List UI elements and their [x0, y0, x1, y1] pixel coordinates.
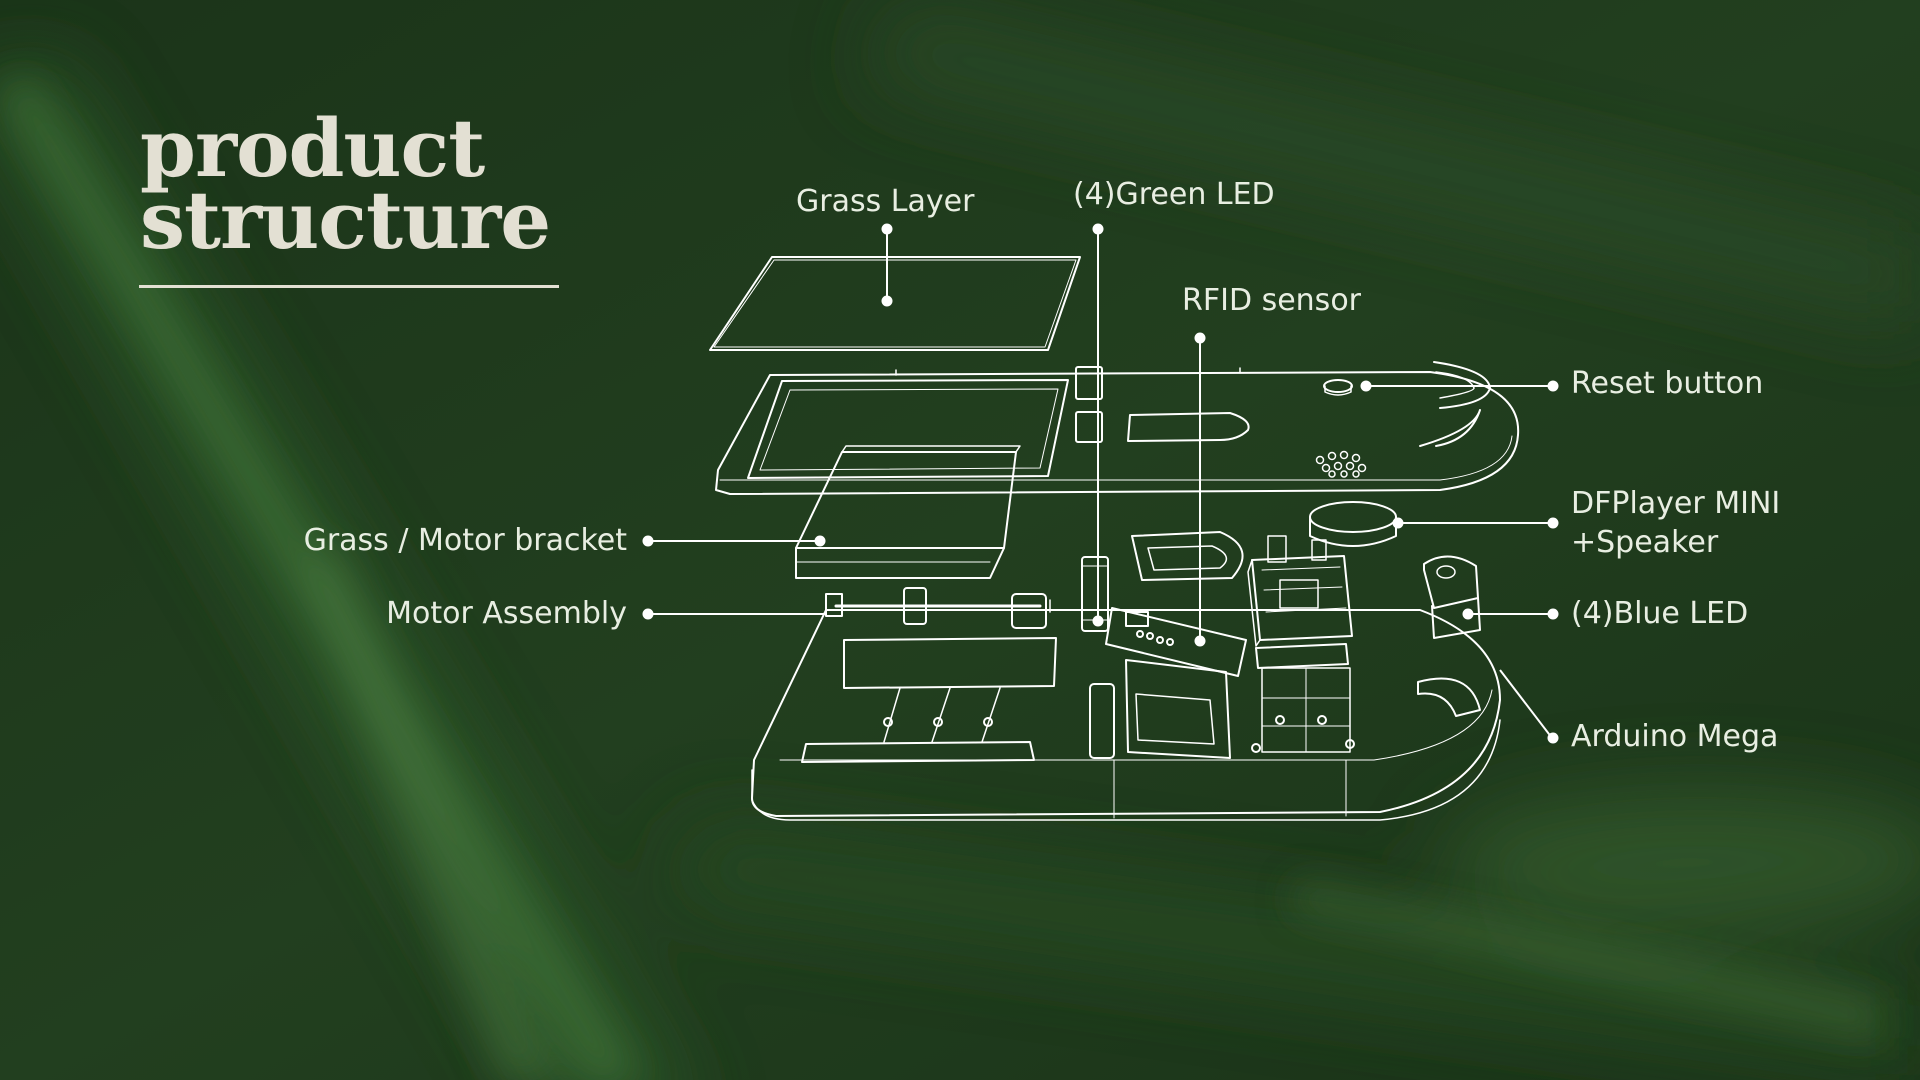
label-motor-assembly: Motor Assembly: [386, 596, 627, 631]
page-title: product structure: [140, 101, 551, 267]
grass-motor-bracket-part: [795, 445, 1021, 579]
speaker-part: [1309, 501, 1397, 547]
title-underline: [139, 285, 559, 288]
title-line-1: product: [140, 101, 485, 195]
label-dfplayer-mini: DFPlayer MINI: [1571, 486, 1781, 521]
label-grass-motor-bracket: Grass / Motor bracket: [303, 523, 627, 558]
label-arduino-mega: Arduino Mega: [1571, 719, 1779, 754]
top-lid-part: [715, 361, 1520, 495]
title-line-2: structure: [140, 173, 551, 267]
speaker-cradle-part: [1131, 531, 1244, 581]
motor-assembly-part: [825, 556, 1109, 632]
label-speaker: +Speaker: [1571, 525, 1719, 560]
base-housing-part: [751, 599, 1501, 821]
arduino-mega-board: [1247, 535, 1355, 753]
label-reset-button: Reset button: [1571, 366, 1764, 401]
leader-lines: [642, 223, 1559, 744]
grass-layer-part: [709, 256, 1081, 351]
label-blue-led: (4)Blue LED: [1571, 596, 1749, 631]
label-rfid-sensor: RFID sensor: [1182, 283, 1362, 318]
label-green-led: (4)Green LED: [1073, 177, 1275, 212]
rfid-sensor-part: [1105, 607, 1247, 677]
label-grass-layer: Grass Layer: [796, 184, 975, 219]
